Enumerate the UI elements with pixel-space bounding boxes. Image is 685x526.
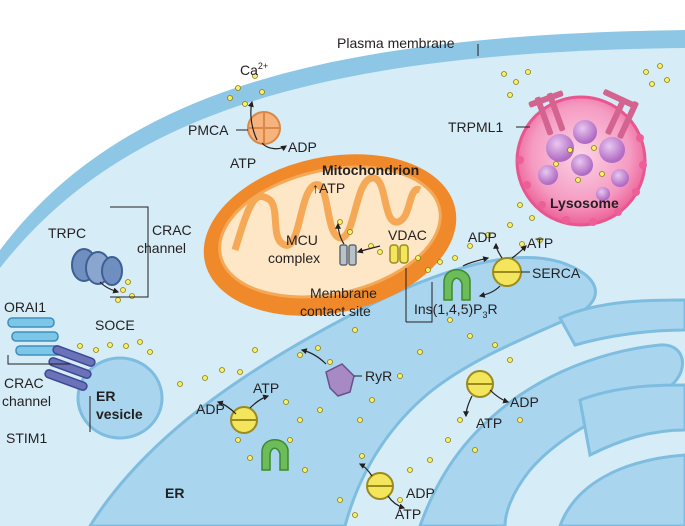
label-ryr: RyR [365, 368, 392, 384]
flux-arrows [99, 100, 527, 510]
label-orai1: ORAI1 [4, 299, 46, 315]
er-pump-bottom [366, 472, 394, 500]
label-trpml1: TRPML1 [448, 119, 503, 135]
label-er: ER [165, 485, 184, 501]
label-soce: SOCE [95, 317, 135, 333]
ip3r-channel-bottom [261, 439, 289, 471]
ip3r-channel-top [443, 269, 471, 301]
label-ca2: Ca2+ [240, 61, 268, 78]
label-pmca: PMCA [188, 122, 229, 138]
label-plasma-membrane: Plasma membrane [337, 35, 455, 51]
label-er-vesicle-line2: vesicle [96, 406, 143, 422]
er-pump-right [466, 370, 494, 398]
label-pump-left-adp: ADP [196, 401, 225, 417]
er-vesicle [76, 356, 164, 440]
label-ip3r: Ins(1,4,5)P3R [414, 301, 498, 320]
label-er-vesicle-line1: ER [96, 388, 115, 404]
label-lysosome: Lysosome [550, 195, 619, 211]
label-pump-right-adp: ADP [510, 394, 539, 410]
label-mcu-line2: complex [268, 250, 320, 266]
trpml1-channel-left [528, 90, 566, 136]
ryr-channel [325, 363, 355, 397]
label-membrane-contact-line1: Membrane [310, 285, 377, 301]
label-crac-top-line2: channel [137, 240, 186, 256]
label-pmca-adp: ADP [288, 139, 317, 155]
label-crac-top-line1: CRAC [152, 222, 192, 238]
leader-lines [7, 44, 530, 432]
label-pump-left-atp: ATP [253, 380, 279, 396]
mitochondrion [203, 154, 457, 316]
pmca-pump [247, 111, 281, 145]
trpc-channel [71, 248, 123, 286]
trpml1-channel-right [603, 89, 639, 139]
label-pump-right-atp: ATP [476, 415, 502, 431]
label-crac-bottom-line2: channel [2, 393, 51, 409]
label-mitochondrion: Mitochondrion [322, 162, 419, 178]
label-vdac: VDAC [388, 227, 427, 243]
mcu-complex [339, 244, 357, 266]
label-stim1: STIM1 [6, 430, 47, 446]
label-crac-bottom-line1: CRAC [4, 375, 44, 391]
label-pump-bottom-adp: ADP [406, 485, 435, 501]
label-mcu-line1: MCU [286, 232, 318, 248]
vdac-channel [389, 244, 409, 264]
label-serca-atp: ATP [527, 235, 553, 251]
er-pump-left [230, 406, 258, 434]
label-mito-atp: ↑ATP [312, 180, 345, 196]
label-serca: SERCA [532, 265, 581, 281]
label-trpc: TRPC [48, 225, 86, 241]
label-membrane-contact-line2: contact site [300, 303, 371, 319]
orai1-stim1-complex [7, 317, 96, 391]
label-pmca-atp: ATP [230, 155, 256, 171]
label-serca-adp: ADP [468, 229, 497, 245]
label-pump-bottom-atp: ATP [395, 506, 421, 522]
serca-pump [492, 257, 522, 287]
calcium-ions [77, 63, 670, 518]
